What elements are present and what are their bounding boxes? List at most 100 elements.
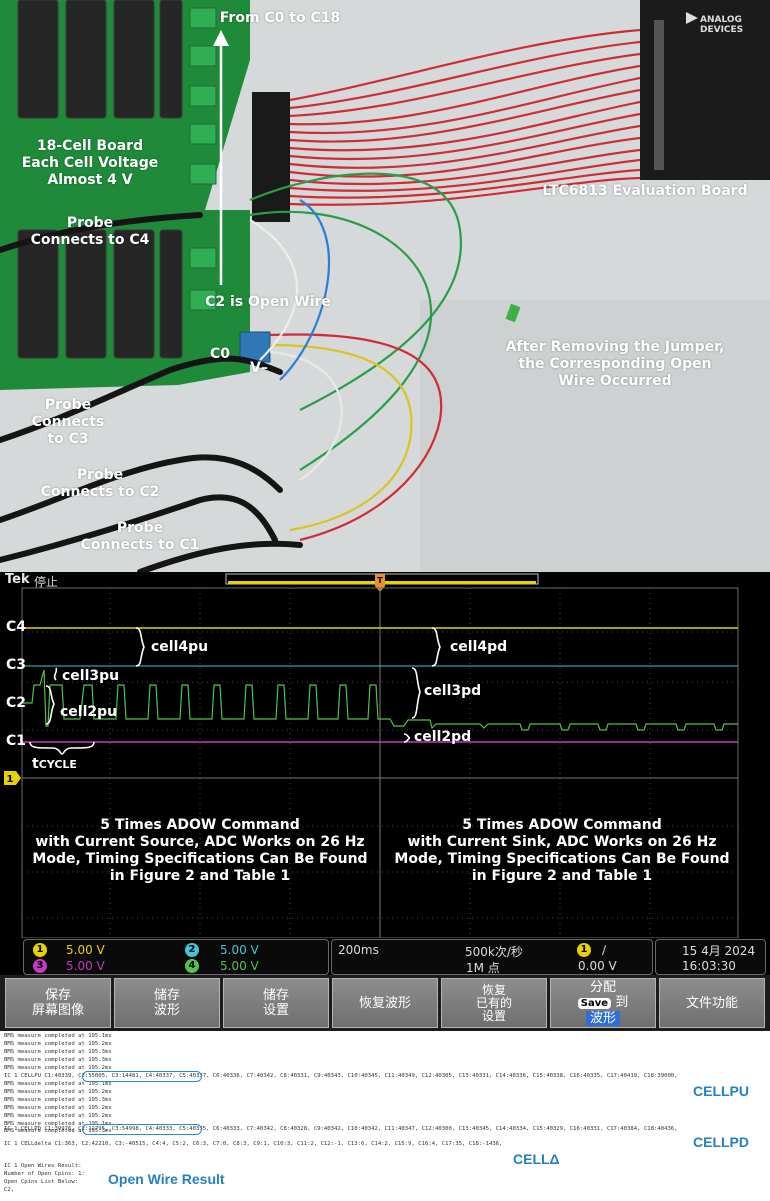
label-c2-open-wire: C2 is Open Wire (205, 294, 331, 310)
trace-ch4-c2 (22, 669, 738, 731)
save-badge: Save (577, 998, 612, 1009)
console-line: BMS measure completed at 195.3ms (4, 1057, 112, 1063)
console-line-celldelta: IC 1 CELLdelta C1:363, C2:42210, C3:-405… (4, 1141, 503, 1147)
timebase: 200ms (338, 943, 379, 957)
tcycle-subscript: CYCLE (38, 758, 77, 771)
label-probe-c1: Probe Connects to C1 (80, 520, 200, 553)
scope-time: 16:03:30 (682, 959, 736, 973)
oscilloscope-screen: Tek 停止 T (0, 572, 770, 975)
ch1-badge: 1 (33, 943, 47, 957)
probe-cables (0, 212, 303, 572)
console-line-open-cpin-list: Open Cpins List Below: (4, 1179, 79, 1185)
label-v-minus: V– (250, 360, 268, 376)
v-minus-connector (239, 331, 271, 363)
red-wire-harness (289, 28, 641, 206)
label-eval-board: LTC6813 Evaluation Board (542, 183, 748, 199)
battery-holders (17, 0, 183, 359)
graticule (22, 588, 738, 938)
serial-console-output: BMS measure completed at 195.1ms BMS mea… (0, 1031, 770, 1201)
removed-jumper (505, 303, 521, 323)
console-line: BMS measure completed at 195.2ms (4, 1065, 112, 1071)
cell-board (0, 0, 250, 390)
annotation-tcycle: tCYCLE (32, 756, 77, 772)
console-line: BMS measure completed at 195.1ms (4, 1033, 112, 1039)
caption-current-sink: 5 Times ADOW Command with Current Sink, … (394, 817, 730, 884)
acquisition-panel[interactable] (331, 939, 653, 975)
save-setup-button[interactable]: 储存 设置 (223, 978, 329, 1028)
tag-celldelta: CELLΔ (513, 1151, 560, 1167)
hardware-photo: ANALOG DEVICES (0, 0, 770, 572)
save-waveform-button[interactable]: 储存 波形 (114, 978, 220, 1028)
tag-cellpu: CELLPU (693, 1083, 749, 1099)
caption-current-source: 5 Times ADOW Command with Current Source… (32, 817, 368, 884)
annotation-cell3pu: cell3pu (62, 668, 120, 684)
softkey-bar: 保存 屏幕图像 储存 波形 储存 设置 恢复波形 恢复 已有的 设置 分配 Sa… (0, 975, 770, 1031)
adi-logo-text: ANALOG (700, 15, 742, 25)
ch4-badge: 4 (185, 959, 199, 973)
scope-label-c2: C2 (6, 695, 27, 711)
console-line: BMS measure completed at 195.1ms (4, 1121, 112, 1127)
recall-waveform-button[interactable]: 恢复波形 (332, 978, 438, 1028)
tag-open-wire-result: Open Wire Result (108, 1171, 225, 1187)
trigger-marker-letter: T (377, 576, 383, 585)
console-line-cellpu: IC 1 CELLPU C1:40339, C2:55005, C3:14481… (4, 1073, 678, 1079)
ch1-ground-marker-label: 1 (7, 774, 14, 785)
ch1-ground-marker (4, 771, 21, 785)
file-utilities-button[interactable]: 文件功能 (659, 978, 765, 1028)
scope-brand: Tek (5, 572, 30, 587)
header-connector (252, 92, 290, 222)
console-line: BMS measure completed at 195.2ms (4, 1089, 112, 1095)
trigger-channel-badge: 1 (577, 943, 591, 957)
run-state: 停止 (34, 575, 59, 589)
save-screen-image-button[interactable]: 保存 屏幕图像 (5, 978, 111, 1028)
assign-label: 分配 (589, 980, 616, 995)
console-line: BMS measure completed at 195.2ms (4, 1105, 112, 1111)
adi-logo-icon (686, 12, 698, 24)
ch1-scale: 5.00 V (66, 943, 105, 957)
scope-label-c1: C1 (6, 733, 27, 749)
scope-label-c4: C4 (6, 619, 27, 635)
recall-setup-button[interactable]: 恢复 已有的 设置 (441, 978, 547, 1028)
assign-to-label: 到 (615, 995, 629, 1010)
label-c0: C0 (209, 346, 230, 362)
highlight-cellpu-values (82, 1071, 202, 1082)
photo-drawing: ANALOG DEVICES (0, 0, 770, 572)
label-after-removing-jumper: After Removing the Jumper, the Correspon… (505, 339, 725, 389)
console-line-cellpd: IC 1 CELLPD C1:39976, C2:12795, C3:54998… (4, 1126, 678, 1132)
label-probe-c2: Probe Connects to C2 (40, 467, 160, 500)
channel-settings-panel[interactable] (23, 939, 329, 975)
console-line: BMS measure completed at 195.2ms (4, 1113, 112, 1119)
trigger-level: 0.00 V (578, 959, 617, 973)
console-line: BMS measure completed at 195.3ms (4, 1128, 112, 1134)
annotation-cell4pu: cell4pu (151, 639, 209, 655)
tcycle-t: t (32, 756, 39, 772)
label-18-cell-board: 18-Cell Board Each Cell Voltage Almost 4… (21, 138, 159, 188)
ch3-scale: 5.00 V (66, 959, 105, 973)
assign-save-button[interactable]: 分配 Save 到 波形 (550, 978, 656, 1028)
label-from-c0-to-c18: From C0 to C18 (219, 10, 341, 26)
trigger-slope-icon: ∕ (602, 943, 607, 957)
ch3-badge: 3 (33, 959, 47, 973)
highlight-cellpd-values (82, 1124, 202, 1135)
ch2-scale: 5.00 V (220, 943, 259, 957)
console-line: BMS measure completed at 195.2ms (4, 1041, 112, 1047)
record-length: 1M 点 (466, 961, 500, 975)
annotation-cell4pd: cell4pd (450, 639, 508, 655)
annotation-cell2pu: cell2pu (60, 704, 118, 720)
annotation-braces (29, 627, 441, 755)
svg-text:DEVICES: DEVICES (700, 25, 743, 35)
ch4-scale: 5.00 V (220, 959, 259, 973)
sample-rate: 500k次/秒 (465, 945, 523, 959)
waveform-display: T 1 (4, 573, 739, 938)
scope-label-c3: C3 (6, 657, 27, 673)
tag-cellpd: CELLPD (693, 1134, 749, 1150)
console-line: BMS measure completed at 195.3ms (4, 1097, 112, 1103)
assign-row: Save 到 (577, 995, 629, 1011)
ch2-badge: 2 (185, 943, 199, 957)
console-line: BMS measure completed at 195.3ms (4, 1049, 112, 1055)
scope-date: 15 4月 2024 (682, 944, 756, 958)
console-line-open-cpin-value: C2, (4, 1187, 15, 1193)
scope-header: Tek 停止 (0, 572, 770, 589)
label-probe-c4: Probe Connects to C4 (30, 215, 150, 248)
